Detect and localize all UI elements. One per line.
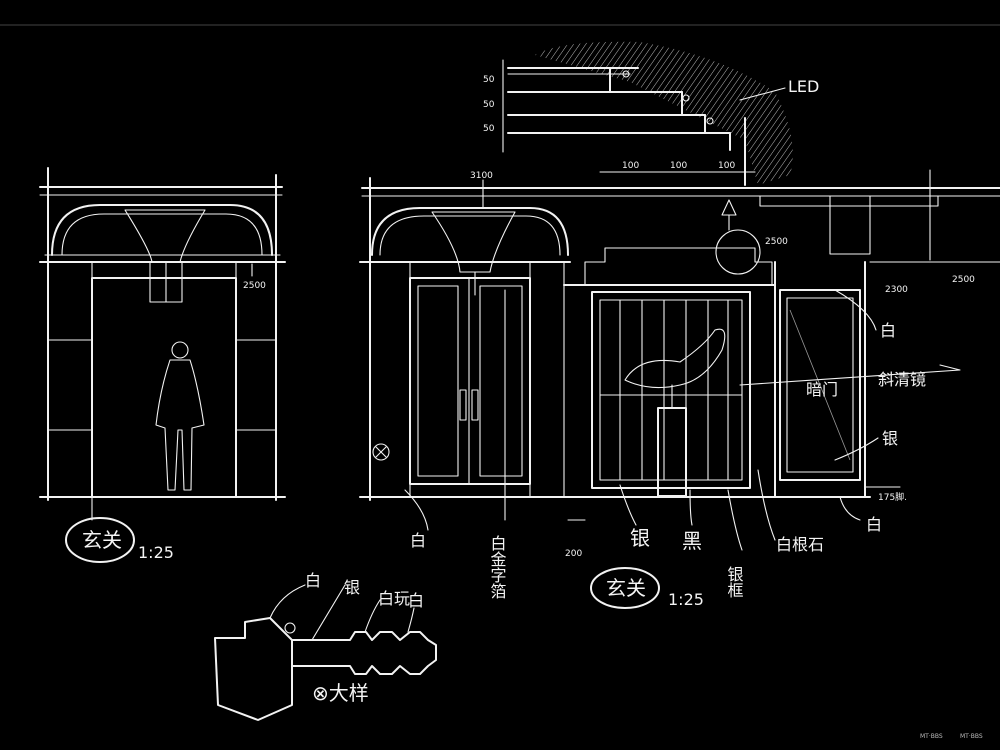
label-gold-leaf: 白金字箔: [488, 535, 507, 599]
label-yin-right: 银: [882, 429, 898, 448]
label-bai-left: 白: [410, 531, 426, 550]
dim-2500-left: 2500: [243, 281, 266, 291]
label-hei: 黑: [682, 529, 702, 553]
step-dim-1: 50: [483, 75, 495, 85]
dim-2300: 2300: [885, 285, 908, 295]
dim-2500-right: 2500: [952, 275, 975, 285]
label-yin-bottom: 银: [630, 526, 650, 550]
label-bai-bottom-right: 白: [866, 515, 882, 534]
right-elevation: 3100 2500: [359, 169, 1000, 609]
dim-3100: 3100: [470, 171, 493, 181]
dim-200: 200: [565, 549, 582, 559]
label-xieqingjing: 斜清镜: [878, 370, 926, 389]
dim-2500-mid: 2500: [765, 237, 788, 247]
left-elevation: 2500 玄关 1:25: [39, 167, 286, 563]
detail-title: ⊗大样: [312, 681, 369, 705]
label-anmen: 暗门: [806, 380, 838, 399]
run-dim-2: 100: [670, 161, 687, 171]
label-bai-right: 白: [880, 321, 896, 340]
human-figure: [155, 341, 205, 491]
detail-label-baiyu: 白玩: [378, 589, 410, 608]
detail-label-bai-2: 白: [408, 591, 424, 610]
led-section-detail: 50 50 50 100 100 100 LED: [483, 41, 819, 186]
watermark-left: MT·BBS: [920, 733, 943, 740]
watermark: MT·BBS MT·BBS: [920, 733, 983, 740]
dim-175: 175脚.: [878, 492, 907, 503]
title-xuanguan-left: 玄关: [82, 528, 122, 552]
run-dim-1: 100: [622, 161, 639, 171]
step-dim-2: 50: [483, 100, 495, 110]
label-baigen: 白根石: [776, 535, 824, 554]
detail-label-yin: 银: [344, 578, 360, 597]
step-dim-3: 50: [483, 124, 495, 134]
molding-detail: 白 银 白玩 白 ⊗大样: [214, 571, 437, 721]
watermark-right: MT·BBS: [960, 733, 983, 740]
label-led: LED: [788, 77, 819, 96]
label-yinkuang: 银框: [725, 566, 744, 598]
detail-label-bai-1: 白: [305, 571, 321, 590]
scale-right: 1:25: [668, 590, 704, 609]
scale-left: 1:25: [138, 543, 174, 562]
run-dim-3: 100: [718, 161, 735, 171]
title-xuanguan-right: 玄关: [606, 576, 646, 600]
